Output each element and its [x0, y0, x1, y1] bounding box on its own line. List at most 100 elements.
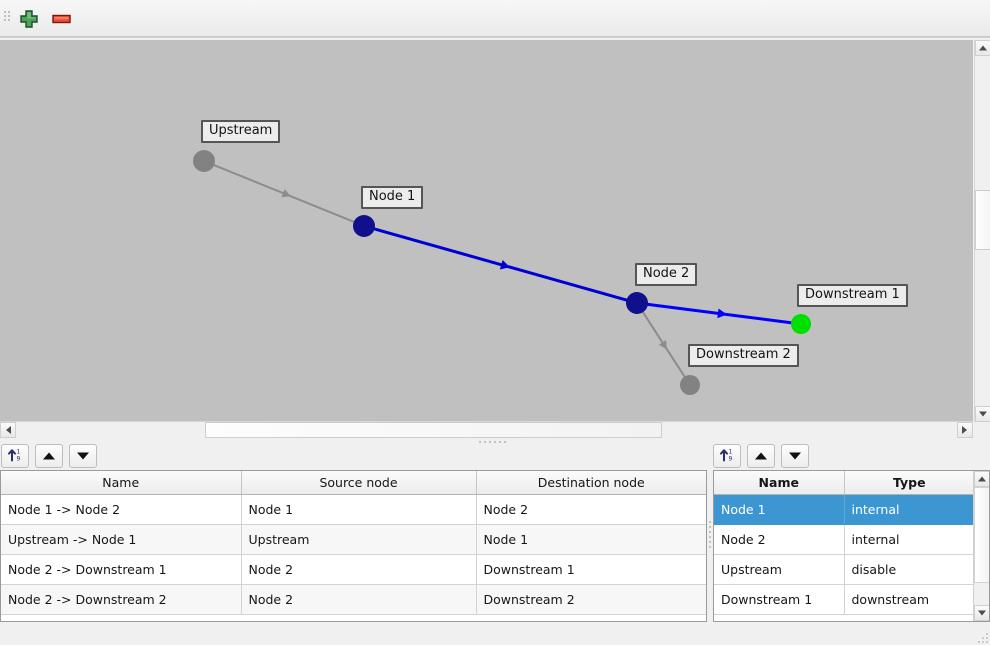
- links-grid: Name Source node Destination node Node 1…: [1, 471, 706, 621]
- graph-node-node1[interactable]: [353, 215, 375, 237]
- graph-edge-arrow-upstream-node1: [281, 189, 291, 198]
- node-label-upstream[interactable]: Upstream: [201, 120, 281, 143]
- link-name: Upstream -> Node 1: [1, 524, 242, 555]
- canvas-horizontal-scrollbar[interactable]: [0, 421, 973, 438]
- links-column-destination[interactable]: Destination node: [476, 471, 706, 495]
- links-move-up-button[interactable]: [35, 444, 63, 468]
- link-source: Node 2: [241, 554, 477, 585]
- scroll-down-icon[interactable]: [974, 605, 989, 621]
- link-source: Upstream: [241, 524, 477, 555]
- scroll-up-icon[interactable]: [974, 471, 989, 487]
- canvas-vertical-scroll-thumb[interactable]: [975, 190, 990, 250]
- svg-text:1: 1: [729, 448, 733, 455]
- node-label-node1[interactable]: Node 1: [361, 186, 424, 209]
- nodes-scroll-thumb[interactable]: [974, 487, 989, 583]
- links-toolbar: 1 9: [0, 443, 707, 470]
- green-plus-icon: [20, 10, 38, 28]
- sort-ascending-icon: 1 9: [8, 448, 21, 462]
- graph-node-upstream[interactable]: [193, 150, 215, 172]
- scroll-right-icon[interactable]: [957, 422, 973, 438]
- canvas-vertical-scrollbar[interactable]: [974, 40, 990, 422]
- red-minus-icon: [52, 14, 71, 24]
- scroll-down-icon[interactable]: [975, 406, 990, 422]
- table-empty-row: [714, 614, 974, 621]
- link-name: Node 2 -> Downstream 1: [1, 554, 242, 585]
- node-label-downstream1[interactable]: Downstream 1: [797, 284, 908, 307]
- links-pane: 1 9 Name Source node Destination node: [0, 443, 707, 622]
- links-move-down-button[interactable]: [69, 444, 97, 468]
- link-source: Node 1: [241, 494, 477, 525]
- svg-text:1: 1: [17, 448, 21, 455]
- graph-edge-node1-node2[interactable]: [373, 227, 628, 302]
- nodes-toolbar: 1 9: [713, 443, 990, 470]
- node-label-node2[interactable]: Node 2: [635, 263, 698, 286]
- link-destination: Downstream 1: [476, 554, 706, 585]
- nodes-column-name[interactable]: Name: [714, 471, 845, 495]
- links-sort-button[interactable]: 1 9: [1, 444, 29, 468]
- arrow-up-icon: [43, 452, 55, 460]
- graph-node-downstream2[interactable]: [680, 375, 700, 395]
- main-toolbar: [0, 0, 990, 37]
- links-column-name[interactable]: Name: [1, 471, 242, 495]
- nodes-move-down-button[interactable]: [781, 444, 809, 468]
- scroll-left-icon[interactable]: [0, 422, 16, 438]
- links-header-row: Name Source node Destination node: [1, 471, 706, 495]
- graph-edge-arrow-node2-downstream2: [658, 339, 667, 350]
- remove-node-button[interactable]: [48, 6, 74, 31]
- horizontal-splitter[interactable]: [0, 438, 990, 447]
- scroll-up-icon[interactable]: [975, 40, 990, 56]
- node-name: Node 2: [714, 524, 845, 555]
- add-node-button[interactable]: [16, 6, 42, 31]
- node-type: internal: [844, 494, 974, 525]
- node-label-downstream2[interactable]: Downstream 2: [688, 344, 799, 367]
- nodes-table-scrollbar[interactable]: [973, 471, 989, 621]
- graph-canvas-area: Upstream Node 1 Node 2 Downstream 1 Down…: [0, 37, 990, 438]
- link-source: Node 2: [241, 584, 477, 615]
- table-empty-row: [1, 614, 706, 621]
- node-layer: [193, 150, 811, 395]
- sort-ascending-icon: 1 9: [720, 448, 733, 462]
- node-type: internal: [844, 524, 974, 555]
- node-name: Upstream: [714, 554, 845, 585]
- nodes-header-row: Name Type: [714, 471, 974, 495]
- links-table[interactable]: Name Source node Destination node Node 1…: [0, 470, 707, 622]
- node-name: Downstream 1: [714, 584, 845, 615]
- graph-node-node2[interactable]: [626, 292, 648, 314]
- link-name: Node 2 -> Downstream 2: [1, 584, 242, 615]
- links-column-source[interactable]: Source node: [241, 471, 477, 495]
- link-destination: Downstream 2: [476, 584, 706, 615]
- graph-drawing: [193, 150, 811, 395]
- graph-node-downstream1[interactable]: [791, 314, 811, 334]
- graph-edge-arrow-node1-node2: [499, 259, 510, 270]
- nodes-column-type[interactable]: Type: [844, 471, 974, 495]
- graph-canvas[interactable]: Upstream Node 1 Node 2 Downstream 1 Down…: [0, 40, 973, 422]
- svg-text:9: 9: [729, 455, 733, 462]
- vertical-splitter[interactable]: [707, 443, 713, 623]
- splitter-grip-icon-vertical: [709, 521, 712, 551]
- drag-grip-icon[interactable]: [4, 9, 10, 29]
- canvas-horizontal-scroll-thumb[interactable]: [205, 422, 662, 438]
- link-destination: Node 1: [476, 524, 706, 555]
- node-name: Node 1: [714, 494, 845, 525]
- node-type: disable: [844, 554, 974, 585]
- node-type: downstream: [844, 584, 974, 615]
- arrow-down-icon: [789, 452, 801, 460]
- window-resize-grip[interactable]: [976, 631, 988, 643]
- nodes-sort-button[interactable]: 1 9: [713, 444, 741, 468]
- nodes-move-up-button[interactable]: [747, 444, 775, 468]
- edge-layer: [212, 163, 793, 378]
- link-destination: Node 2: [476, 494, 706, 525]
- link-name: Node 1 -> Node 2: [1, 494, 242, 525]
